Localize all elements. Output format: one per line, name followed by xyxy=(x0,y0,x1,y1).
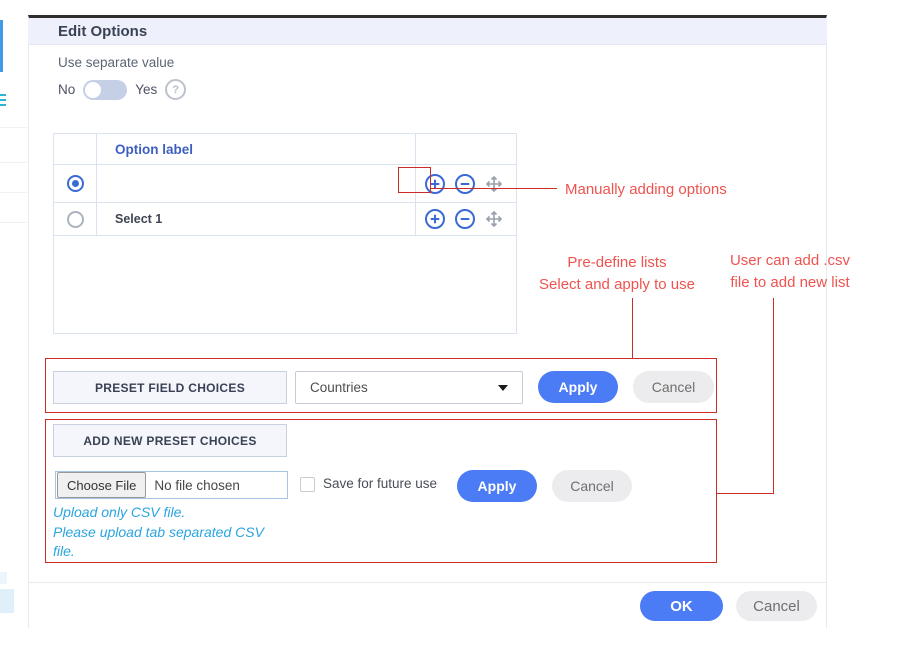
dropdown-selected-value: Countries xyxy=(310,380,368,395)
background-fragment xyxy=(0,104,6,106)
preset-apply-button[interactable]: Apply xyxy=(538,371,618,403)
options-table: Option label xyxy=(53,133,517,334)
table-row xyxy=(54,165,516,203)
plus-circle-icon[interactable] xyxy=(424,208,446,230)
file-input[interactable]: Choose File No file chosen xyxy=(55,471,288,499)
annotation-box-add-icon xyxy=(398,167,431,193)
footer-divider xyxy=(28,582,827,583)
annotation-manually-adding: Manually adding options xyxy=(565,181,727,198)
background-gridline xyxy=(0,192,27,193)
question-circle-icon[interactable]: ? xyxy=(165,79,187,100)
toggle-no-label: No xyxy=(58,82,76,97)
save-for-future-label: Save for future use xyxy=(323,476,438,491)
option-radio-unselected[interactable] xyxy=(66,210,84,228)
file-status-text: No file chosen xyxy=(154,477,240,493)
add-new-preset-choices-button[interactable]: ADD NEW PRESET CHOICES xyxy=(53,424,287,457)
table-header-row: Option label xyxy=(54,134,516,165)
preset-field-choices-button[interactable]: PRESET FIELD CHOICES xyxy=(53,371,287,404)
background-gridline xyxy=(0,222,27,223)
background-fragment xyxy=(0,589,14,613)
upload-cancel-button[interactable]: Cancel xyxy=(552,470,632,502)
annotation-csv: User can add .csv file to add new list xyxy=(729,252,851,291)
preset-list-dropdown[interactable]: Countries xyxy=(295,371,523,404)
choose-file-button[interactable]: Choose File xyxy=(57,472,147,498)
background-fragment xyxy=(0,94,6,96)
upload-apply-button[interactable]: Apply xyxy=(457,470,537,502)
upload-hint-text: Upload only CSV file. Please upload tab … xyxy=(53,504,264,559)
annotation-box-upload-section xyxy=(45,419,717,563)
background-fragment xyxy=(0,99,6,101)
dialog-header: Edit Options xyxy=(28,18,827,45)
annotation-connector-line xyxy=(431,188,557,189)
radio-column-header xyxy=(54,134,97,164)
option-label-cell[interactable] xyxy=(97,165,416,202)
annotation-connector-line xyxy=(773,298,774,494)
toggle-knob xyxy=(85,81,102,98)
annotation-box-preset-section xyxy=(45,358,717,413)
background-blue-bar xyxy=(0,20,3,72)
caret-down-icon xyxy=(498,384,508,391)
separate-value-toggle[interactable] xyxy=(83,79,128,100)
move-arrows-icon[interactable] xyxy=(484,174,504,194)
use-separate-value-label: Use separate value xyxy=(58,55,175,70)
option-radio-selected[interactable] xyxy=(66,175,84,192)
minus-circle-icon[interactable] xyxy=(454,173,476,195)
separate-value-toggle-row: No Yes ? xyxy=(58,79,187,100)
actions-column-header xyxy=(416,134,516,164)
dialog-title: Edit Options xyxy=(58,22,148,40)
preset-cancel-button[interactable]: Cancel xyxy=(633,371,714,403)
option-label-cell[interactable]: Select 1 xyxy=(97,203,416,235)
toggle-yes-label: Yes xyxy=(135,82,158,97)
option-label-header-text: Option label xyxy=(115,141,194,157)
annotation-connector-line xyxy=(717,493,774,494)
plus-circle-icon[interactable] xyxy=(424,173,446,195)
annotation-connector-line xyxy=(632,298,633,358)
minus-circle-icon[interactable] xyxy=(454,208,476,230)
annotation-predefine: Pre-define lists Select and apply to use xyxy=(539,254,695,293)
ok-button[interactable]: OK xyxy=(640,591,723,621)
table-row: Select 1 xyxy=(54,203,516,236)
background-gridline xyxy=(0,162,27,163)
background-fragment xyxy=(0,572,7,584)
footer-cancel-button[interactable]: Cancel xyxy=(736,591,817,621)
background-gridline xyxy=(0,127,27,128)
option-label-column-header: Option label xyxy=(97,134,416,164)
move-arrows-icon[interactable] xyxy=(484,209,504,229)
save-for-future-checkbox[interactable] xyxy=(300,477,315,492)
